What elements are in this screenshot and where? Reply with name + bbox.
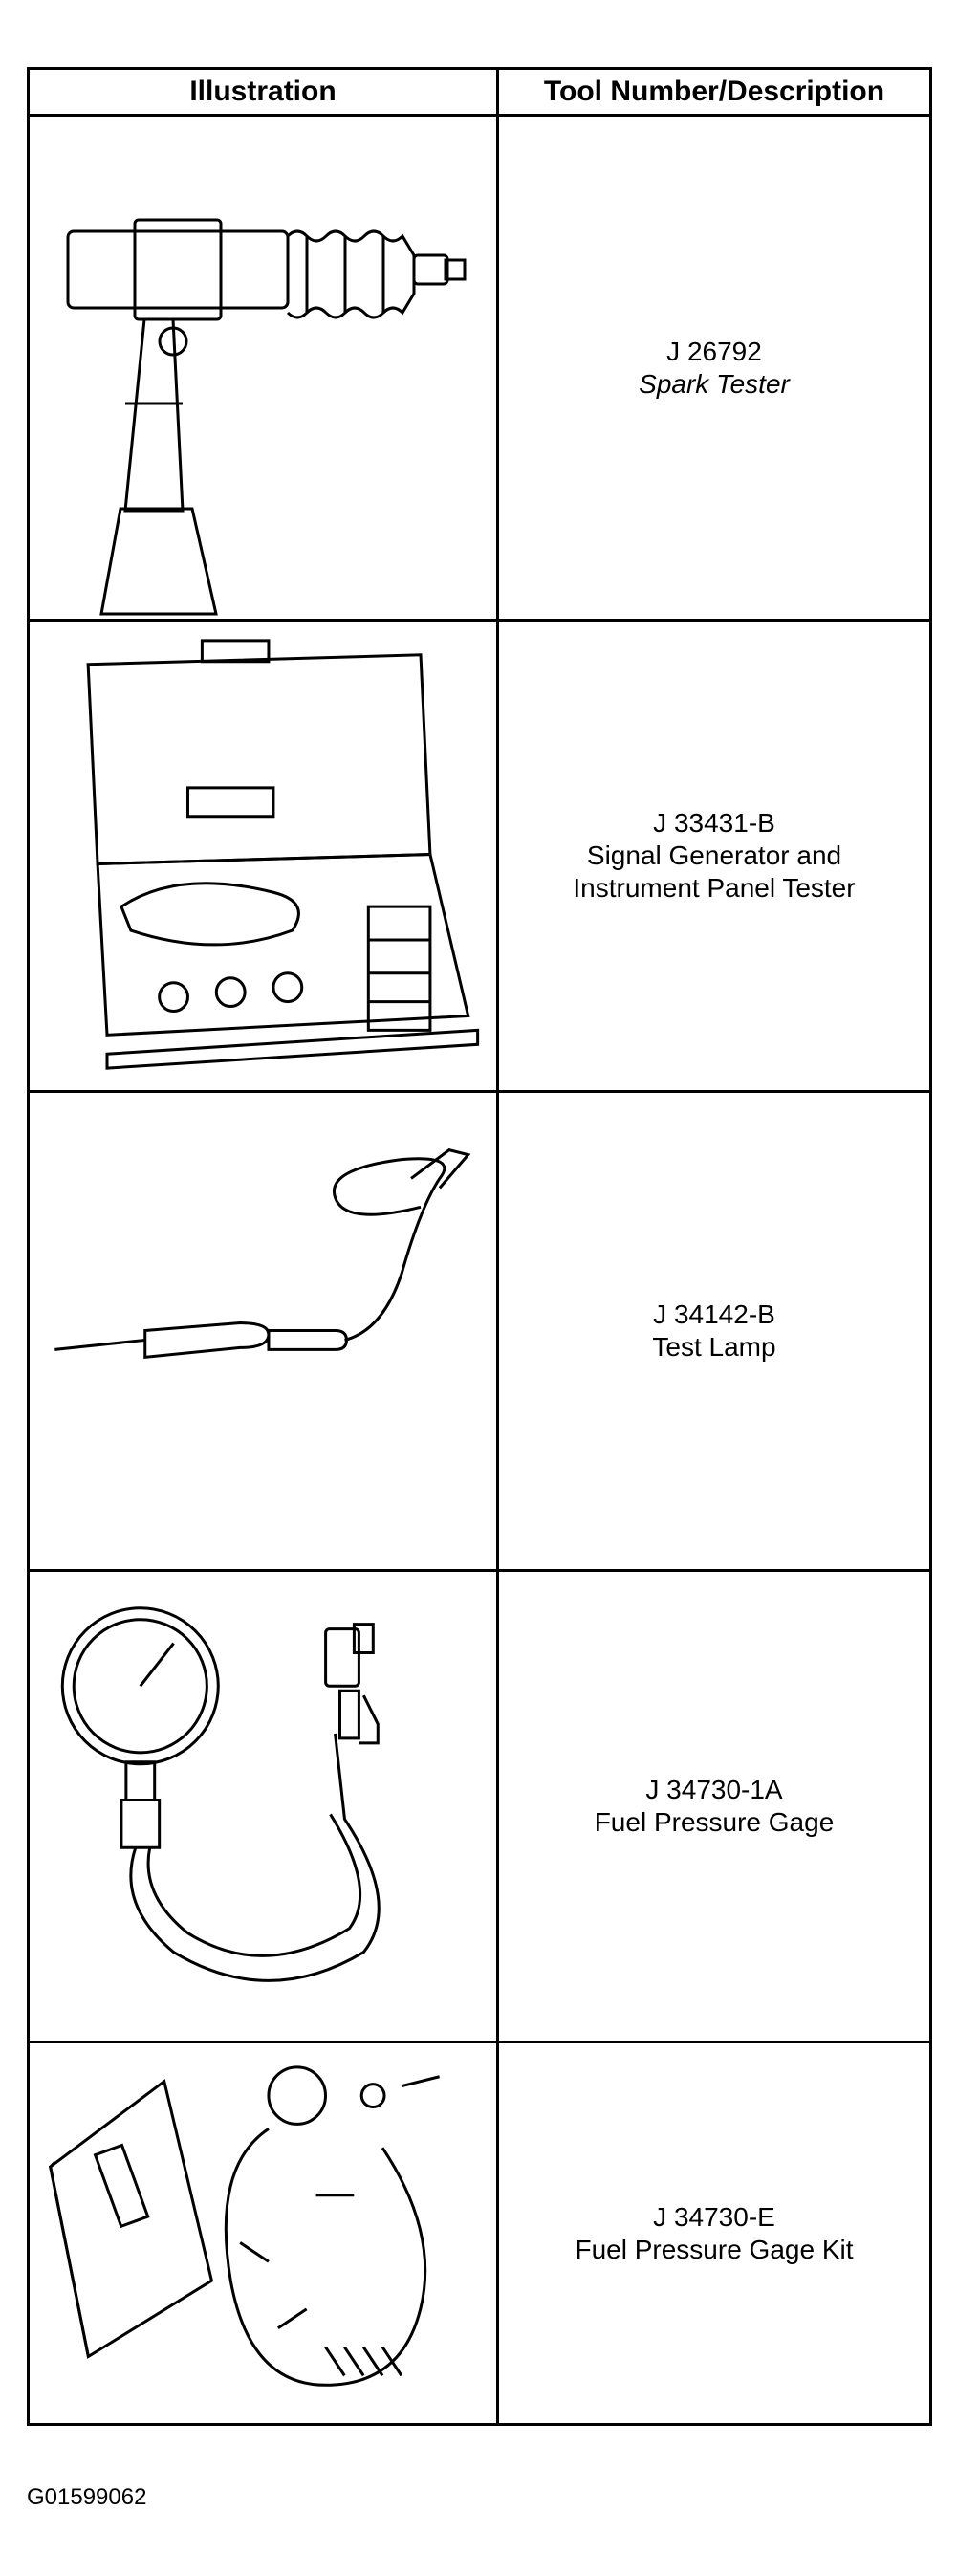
table-row: J 34730-E Fuel Pressure Gage Kit — [30, 2041, 929, 2423]
header-tool-number: Tool Number/Description — [543, 76, 885, 107]
tool-number: J 33431-B — [653, 808, 775, 838]
column-divider — [496, 70, 499, 2423]
table-header: Illustration Tool Number/Description — [30, 70, 929, 117]
tool-description: Fuel Pressure Gage Kit — [575, 2234, 854, 2264]
tool-cell: J 26792 Spark Tester — [499, 117, 929, 619]
spark-tester-icon — [30, 117, 496, 619]
tool-number: J 34730-E — [653, 2201, 775, 2232]
tool-description: Fuel Pressure Gage — [594, 1807, 835, 1837]
tool-cell: J 34730-E Fuel Pressure Gage Kit — [499, 2043, 929, 2423]
tool-table: Illustration Tool Number/Description J 2… — [27, 67, 932, 2426]
tool-cell: J 34730-1A Fuel Pressure Gage — [499, 1572, 929, 2041]
tool-description: Test Lamp — [652, 1332, 776, 1362]
tool-description: Signal Generator and — [586, 840, 842, 870]
signal-generator-case-icon — [30, 622, 496, 1090]
tool-description: Spark Tester — [639, 368, 790, 399]
fuel-pressure-gage-kit-icon — [30, 2043, 496, 2423]
tool-cell: J 34142-B Test Lamp — [499, 1093, 929, 1569]
test-lamp-icon — [30, 1093, 496, 1569]
tool-cell: J 33431-B Signal Generator and Instrumen… — [499, 622, 929, 1090]
tool-description: Instrument Panel Tester — [573, 873, 856, 903]
tool-number: J 34730-1A — [645, 1775, 783, 1804]
tool-number: J 34142-B — [653, 1299, 775, 1329]
table-row: J 34142-B Test Lamp — [30, 1090, 929, 1569]
table-row: J 33431-B Signal Generator and Instrumen… — [30, 619, 929, 1090]
header-illustration: Illustration — [189, 76, 337, 107]
table-row: J 26792 Spark Tester — [30, 117, 929, 619]
fuel-pressure-gage-icon — [30, 1572, 496, 2041]
figure-id: G01599062 — [27, 2484, 147, 2510]
table-row: J 34730-1A Fuel Pressure Gage — [30, 1569, 929, 2041]
tool-number: J 26792 — [666, 336, 762, 366]
